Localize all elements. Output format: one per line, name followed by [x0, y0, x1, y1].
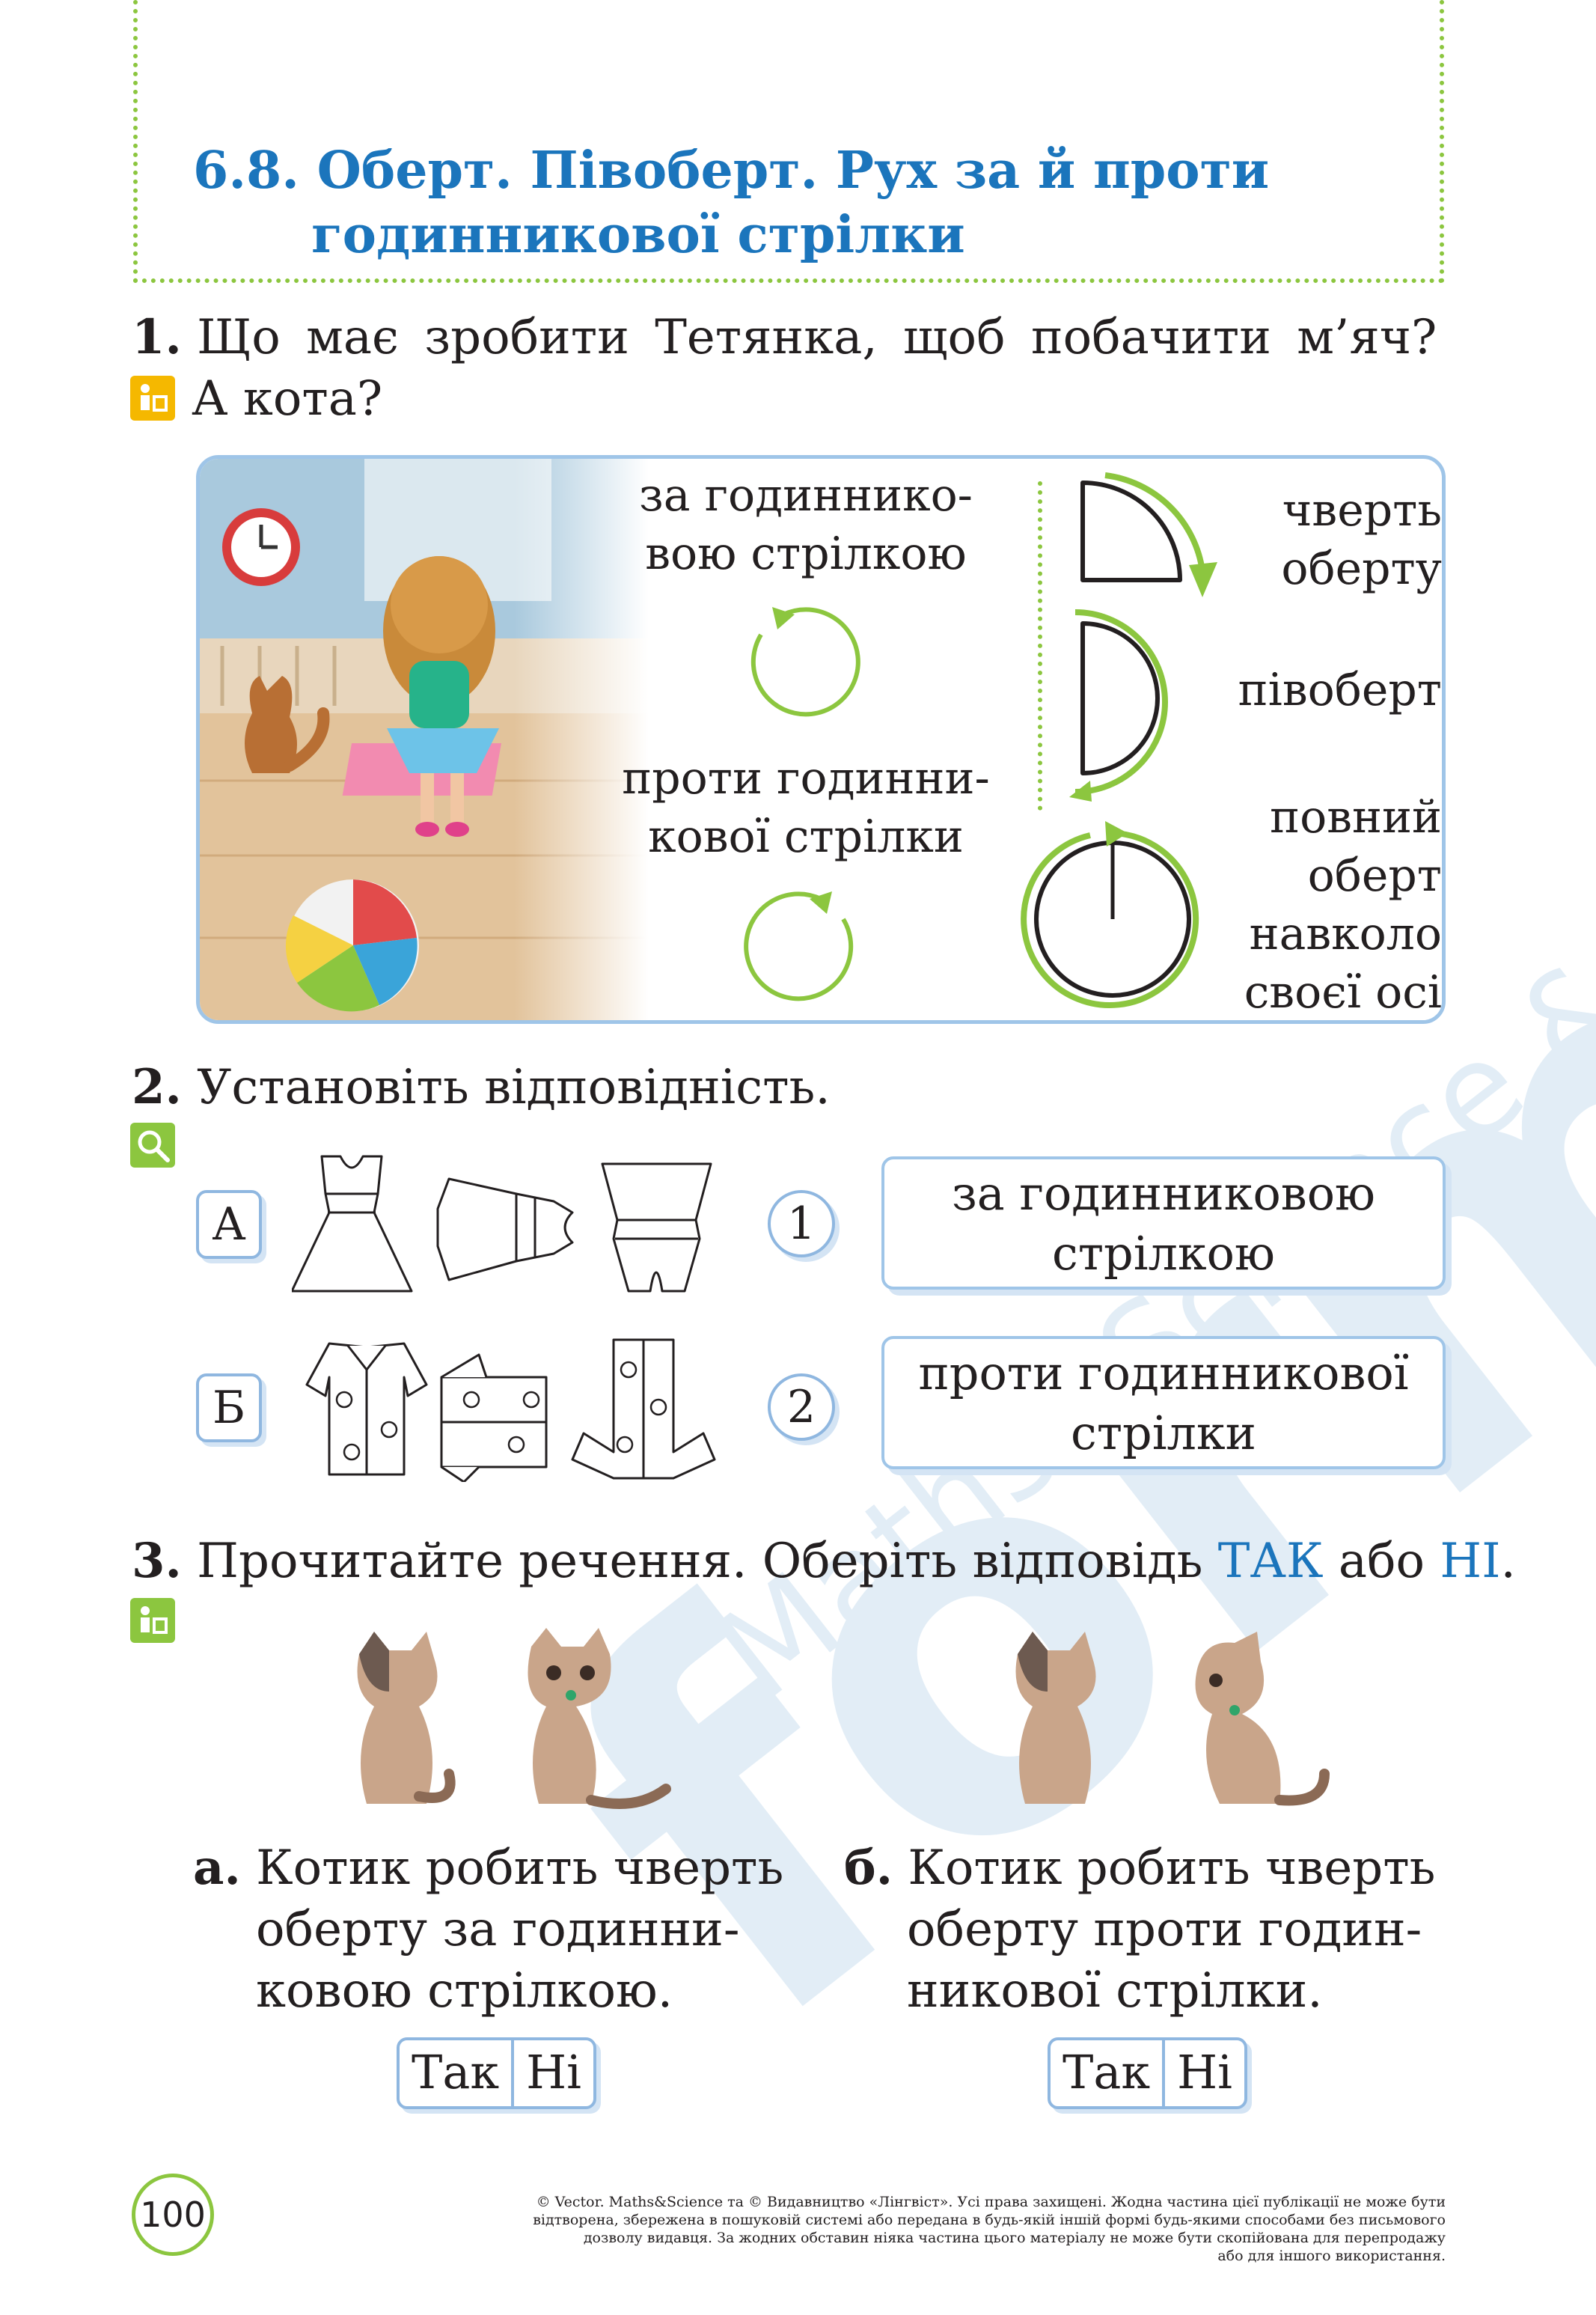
task1-text-line2: А кота? — [192, 371, 383, 427]
copyright-line1: © Vector. Maths&Science та © Видавництво… — [536, 2194, 1446, 2210]
statement-a-line2: оберту за годинни- — [256, 1902, 740, 1957]
clockwise-arrow-icon — [750, 607, 860, 717]
header-frame — [133, 0, 1444, 283]
copyright-line4: або для іншого використання. — [1217, 2248, 1446, 2264]
girl-room-illustration — [200, 459, 649, 1020]
task1-text-line1: Що має зробити Тетянка, щоб побачити м’я… — [197, 310, 1437, 365]
answer2-line2: стрілки — [1071, 1406, 1256, 1460]
full-line1: повний — [1270, 791, 1442, 844]
quarter-turn-icon — [1080, 472, 1217, 597]
cats-illustration-b — [1015, 1632, 1330, 1806]
option-letter-b: Б — [196, 1373, 262, 1442]
statement-b-line3: никової стрілки. — [907, 1963, 1323, 2019]
statement-a-line1: Котик робить чверть — [256, 1840, 784, 1896]
counter-label-line1: проти годинни- — [622, 752, 990, 805]
option-number-2: 2 — [768, 1373, 835, 1441]
quarter-turn-label: чверть оберту — [1232, 481, 1442, 598]
task3-no-word: НІ — [1440, 1534, 1501, 1589]
task3-or-word: або — [1323, 1534, 1440, 1589]
title-line-1: 6.8. Оберт. Півоберт. Рух за й проти — [193, 141, 1270, 201]
task1-prompt: 1. Що має зробити Тетянка, щоб побачити … — [132, 307, 1449, 368]
answer-box-clockwise[interactable]: за годинниковою стрілкою — [881, 1156, 1446, 1290]
task2-prompt: 2. Установіть відповідність. — [132, 1057, 831, 1118]
full-line2: оберт — [1307, 850, 1442, 902]
counter-label-line2: кової стрілки — [648, 811, 964, 863]
answer-box-counterclockwise[interactable]: проти годинникової стрілки — [881, 1336, 1446, 1469]
quarter-line2: оберту — [1281, 543, 1442, 595]
quarter-line1: чверть — [1282, 484, 1442, 537]
full-line3: навколо — [1249, 908, 1442, 960]
task3-text: Прочитайте речення. Оберіть відповідь — [197, 1534, 1218, 1589]
yes-no-toggle-a: Так Ні — [397, 2037, 596, 2109]
statement-b-line1: Котик робить чверть — [908, 1840, 1436, 1896]
no-button-a[interactable]: Ні — [526, 2045, 581, 2099]
statement-b-label: б. — [844, 1840, 893, 1896]
task3-prompt: 3. Прочитайте речення. Оберіть відповідь… — [132, 1531, 1516, 1592]
task2-number: 2. — [132, 1059, 182, 1115]
statement-a-line3: ковою стрілкою. — [256, 1963, 673, 2019]
statement-b: б. Котик робить чверть оберту проти годи… — [844, 1837, 1458, 2022]
counterclockwise-label: проти годинни- кової стрілки — [596, 749, 1015, 866]
panel-divider — [1038, 481, 1042, 811]
yes-button-b[interactable]: Так — [1063, 2045, 1151, 2099]
task3-period: . — [1500, 1534, 1516, 1589]
magnifier-icon — [130, 1123, 175, 1168]
answer2-line1: проти годинникової — [918, 1346, 1409, 1400]
task3-number: 3. — [132, 1533, 182, 1589]
option-letter-a: А — [196, 1190, 262, 1259]
statement-b-line2: оберту проти годин- — [907, 1902, 1422, 1957]
cats-illustration-a — [357, 1628, 671, 1809]
shirt-sequence-illustration — [305, 1338, 716, 1482]
no-button-b[interactable]: Ні — [1177, 2045, 1232, 2099]
task1-panel: за годиннико- вою стрілкою проти годинни… — [196, 455, 1446, 1024]
statement-a-label: а. — [193, 1840, 241, 1896]
copyright-line3: дозволу видавця. За жодних обставин ніяк… — [583, 2230, 1446, 2246]
task2-text: Установіть відповідність. — [197, 1060, 831, 1115]
yes-no-toggle-b: Так Ні — [1048, 2037, 1247, 2109]
toggle-divider — [511, 2040, 515, 2106]
clockwise-label-line1: за годиннико- — [639, 469, 973, 522]
full-turn-label: повний оберт навколо своєї осі — [1195, 788, 1442, 1020]
page-title: 6.8. Оберт. Півоберт. Рух за й проти год… — [193, 138, 1405, 267]
clockwise-label-line2: вою стрілкою — [645, 528, 967, 580]
title-line-2: годинникової стрілки — [311, 205, 965, 265]
full-turn-icon — [1021, 821, 1199, 1008]
reading-icon — [130, 376, 175, 421]
option-number-1: 1 — [768, 1190, 835, 1257]
copyright-line2: відтворена, збережена в пошуковій систем… — [533, 2212, 1446, 2228]
counterclockwise-arrow-icon — [744, 891, 854, 1001]
copyright-notice: © Vector. Maths&Science та © Видавництво… — [284, 2193, 1446, 2265]
toggle-divider — [1162, 2040, 1166, 2106]
half-turn-icon — [1069, 609, 1168, 802]
task3-yes-word: ТАК — [1217, 1534, 1324, 1589]
answer1-line1: за годинниковою — [951, 1166, 1376, 1221]
answer1-line2: стрілкою — [1052, 1226, 1275, 1281]
page-number: 100 — [132, 2174, 214, 2256]
yes-button-a[interactable]: Так — [412, 2045, 500, 2099]
task1-number: 1. — [132, 309, 182, 365]
clockwise-label: за годиннико- вою стрілкою — [619, 466, 993, 583]
reading-icon — [130, 1598, 175, 1643]
statement-a: а. Котик робить чверть оберту за годинни… — [193, 1837, 807, 2022]
full-line4: своєї осі — [1244, 966, 1442, 1019]
half-turn-label: півоберт — [1238, 664, 1442, 716]
dress-sequence-illustration — [292, 1155, 712, 1293]
